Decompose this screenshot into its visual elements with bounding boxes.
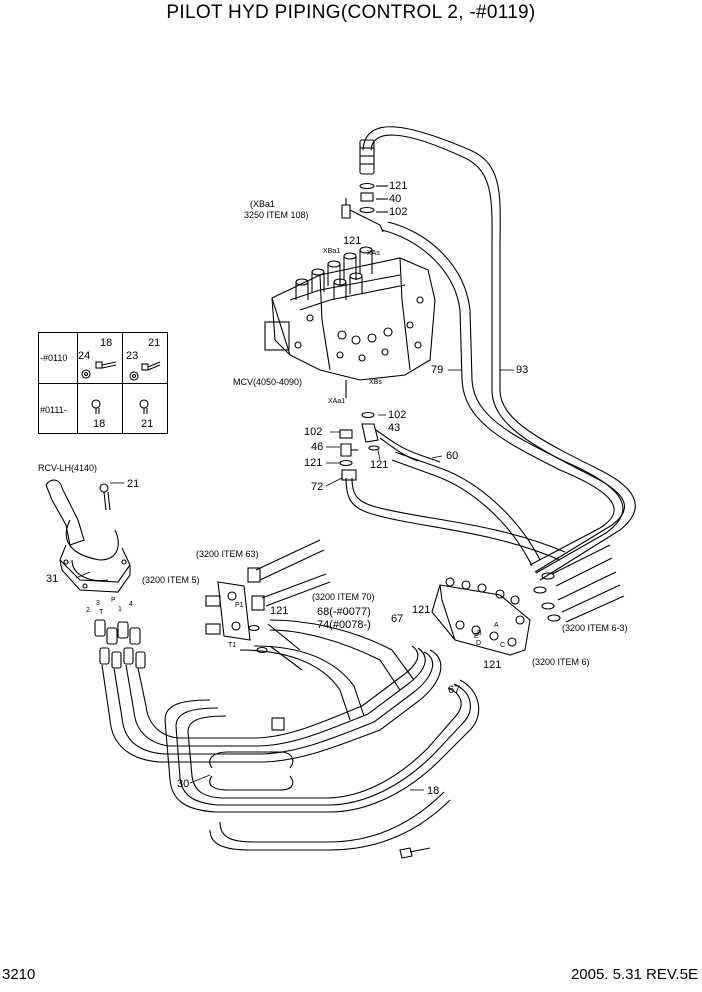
port-t: T: [99, 609, 104, 616]
mcv-label: MCV(4050-4090): [233, 377, 303, 387]
port-4: 4: [129, 601, 133, 608]
part-102: 102: [389, 206, 408, 218]
rcv-joystick: [45, 479, 146, 669]
serial-inset-table: [38, 332, 168, 434]
hose-93: [362, 126, 636, 581]
inset-part-24: 24: [78, 350, 91, 362]
inset-part-23: 23: [126, 350, 139, 362]
port-p: P: [111, 597, 116, 604]
part-102: 102: [304, 426, 323, 438]
port-d: D: [476, 640, 482, 647]
part-43: 43: [388, 422, 401, 434]
port-2: 2: [86, 607, 90, 614]
port-b: B: [477, 630, 482, 637]
rcv-label: RCV-LH(4140): [38, 463, 98, 473]
part-60: 60: [446, 450, 459, 462]
part-31: 31: [46, 573, 59, 585]
ref-item-5: (3200 ITEM 5): [142, 575, 200, 585]
inset-row1-label: -#0110: [40, 353, 68, 363]
port-3: 3: [96, 600, 100, 607]
port-a: A: [494, 622, 499, 629]
part-121: 121: [370, 459, 389, 471]
port-xas: XAs: [367, 250, 380, 257]
port-1: 1: [118, 606, 122, 613]
ref-item-6: (3200 ITEM 6): [532, 657, 590, 667]
inset-part-18b: 18: [93, 418, 106, 430]
part-121: 121: [304, 457, 323, 469]
hose-72: [341, 469, 566, 561]
hose-bundle: [101, 619, 480, 859]
part-21: 21: [127, 478, 140, 490]
port-t1: T1: [228, 642, 237, 649]
part-67: 67: [448, 684, 461, 696]
part-121: 121: [389, 180, 408, 192]
part-79: 79: [431, 364, 444, 376]
inset-row2-label: #0111-: [40, 405, 67, 415]
port-e: E: [474, 633, 479, 640]
part-46: 46: [311, 441, 324, 453]
ref-item-6-3: (3200 ITEM 6-3): [562, 623, 628, 633]
revision-date: 2005. 5.31 REV.5E: [570, 966, 698, 983]
port-xbs: XBs: [369, 379, 382, 386]
inset-part-21: 21: [148, 337, 161, 349]
port-xaa1: XAa1: [328, 398, 346, 405]
part-68: 68(-#0077): [317, 606, 371, 618]
port-c: C: [500, 642, 506, 649]
mcv-block: [264, 246, 436, 398]
mcv-lower-fittings: [339, 411, 441, 467]
port-xba1: XBa1: [323, 248, 341, 255]
inset-part-21b: 21: [141, 418, 154, 430]
inset-divider: [39, 383, 167, 384]
part-121: 121: [270, 605, 289, 617]
port-p1: P1: [235, 602, 244, 609]
xba1-ref-line2: 3250 ITEM 108): [244, 210, 309, 220]
part-30: 30: [177, 778, 190, 790]
shuttle-valve-block: [205, 539, 331, 671]
inset-parts: [81, 361, 161, 414]
part-121: 121: [483, 659, 502, 671]
part-102: 102: [388, 409, 407, 421]
inset-part-18: 18: [100, 337, 113, 349]
hose-60: [391, 451, 541, 567]
leader-lines: [75, 185, 514, 791]
part-93: 93: [516, 364, 529, 376]
page-title: PILOT HYD PIPING(CONTROL 2, -#0119): [166, 2, 536, 23]
part-121: 121: [412, 604, 431, 616]
part-40: 40: [389, 193, 402, 205]
page-number: 3210: [2, 966, 36, 983]
part-121: 121: [343, 235, 362, 247]
part-72: 72: [311, 481, 324, 493]
xba1-ref-line1: (XBa1: [250, 199, 276, 209]
right-distribution-block: [431, 544, 625, 656]
part-18: 18: [427, 785, 440, 797]
hose-79: [381, 221, 624, 574]
ref-item-63: (3200 ITEM 63): [196, 549, 259, 559]
ref-item-70: (3200 ITEM 70): [312, 592, 375, 602]
part-74: 74(#0078-): [317, 619, 371, 631]
top-fitting-stack: [341, 139, 388, 233]
part-67: 67: [391, 613, 404, 625]
